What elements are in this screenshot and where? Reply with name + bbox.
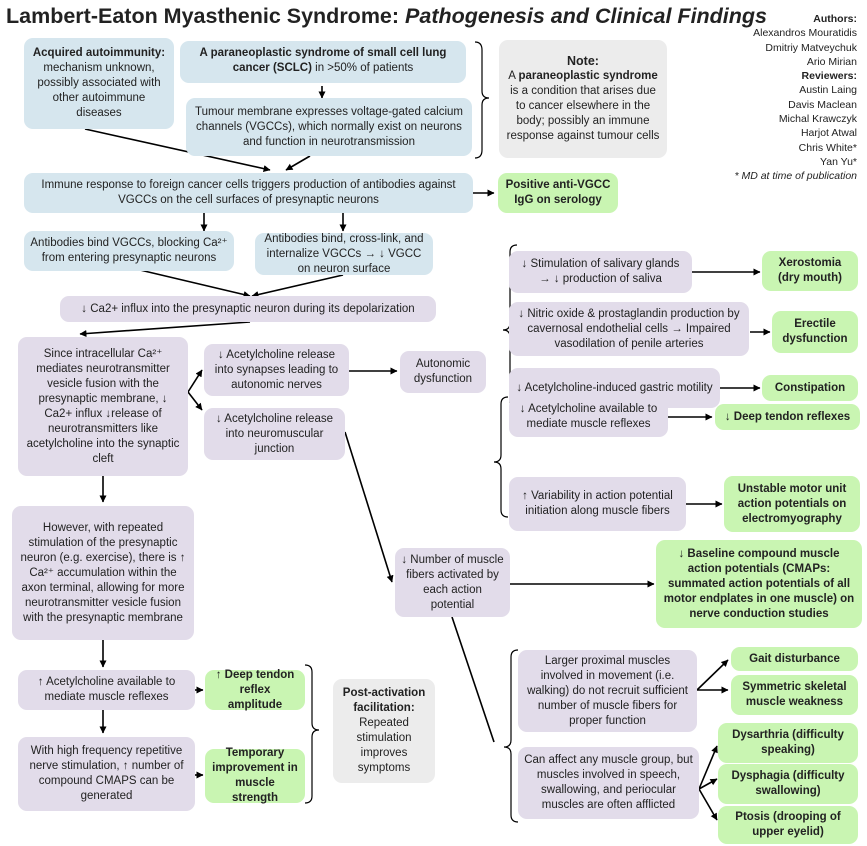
autonomic-box: Autonomic dysfunction bbox=[400, 351, 486, 393]
autonomic-text: Autonomic dysfunction bbox=[413, 358, 473, 385]
erectile-text: Erectile dysfunction bbox=[782, 318, 848, 345]
acquired-title: Acquired autoimmunity: bbox=[32, 47, 166, 59]
since-text: Since intracellular Ca²⁺ mediates neurot… bbox=[26, 347, 180, 465]
variability-text: ↑ Variability in action potential initia… bbox=[522, 490, 673, 517]
fibers-text: ↓ Number of muscle fibers activated by e… bbox=[401, 553, 504, 611]
gait-finding: Gait disturbance bbox=[731, 647, 858, 671]
deep-tendon-up-finding: ↑ Deep tendon reflex amplitude bbox=[205, 668, 305, 711]
dysarthria-finding: Dysarthria (difficulty speaking) bbox=[718, 723, 858, 763]
author: Dmitriy Matveychuk bbox=[765, 41, 857, 54]
paraneoplastic-box: A paraneoplastic syndrome of small cell … bbox=[180, 41, 466, 83]
deep-tendon-text: ↓ Deep tendon reflexes bbox=[724, 410, 851, 423]
reviewer: Harjot Atwal bbox=[800, 127, 857, 140]
ach-nmj-box: ↓ Acetylcholine release into neuromuscul… bbox=[204, 408, 345, 460]
ptosis-text: Ptosis (drooping of upper eyelid) bbox=[735, 811, 841, 838]
author: Alexandros Mouratidis bbox=[753, 27, 857, 40]
antibodies-bind-box: Antibodies bind VGCCs, blocking Ca²⁺ fro… bbox=[24, 231, 234, 271]
nitric-oxide-box: ↓ Nitric oxide & prostaglandin productio… bbox=[509, 302, 749, 356]
note-pre: A bbox=[508, 70, 519, 82]
reviewer: Michal Krawczyk bbox=[778, 113, 857, 126]
xerostomia-text: Xerostomia (dry mouth) bbox=[778, 257, 842, 284]
unstable-motor-finding: Unstable motor unit action potentials on… bbox=[724, 476, 860, 532]
ach-nmj-text: ↓ Acetylcholine release into neuromuscul… bbox=[216, 412, 333, 455]
variability-box: ↑ Variability in action potential initia… bbox=[509, 477, 686, 531]
any-muscle-group-box: Can affect any muscle group, but muscles… bbox=[518, 747, 699, 819]
note-rest: is a condition that arises due to cancer… bbox=[506, 85, 660, 142]
temporary-improvement-finding: Temporary improvement in muscle strength bbox=[205, 747, 305, 804]
note-bold: paraneoplastic syndrome bbox=[518, 70, 658, 82]
ptosis-finding: Ptosis (drooping of upper eyelid) bbox=[718, 806, 858, 844]
acquired-autoimmunity-box: Acquired autoimmunity: mechanism unknown… bbox=[24, 38, 174, 129]
antibodies-internalize-box: Antibodies bind, cross-link, and interna… bbox=[255, 233, 433, 275]
reviewer: Austin Laing bbox=[799, 84, 857, 97]
high-freq-text: With high frequency repetitive nerve sti… bbox=[29, 745, 184, 802]
dysphagia-text: Dysphagia (difficulty swallowing) bbox=[731, 770, 845, 797]
serology-finding: Positive anti-VGCC IgG on serology bbox=[498, 173, 618, 213]
larger-muscles-box: Larger proximal muscles involved in move… bbox=[518, 650, 697, 732]
gastric-text: ↓ Acetylcholine-induced gastric motility bbox=[516, 381, 713, 394]
weakness-finding: Symmetric skeletal muscle weakness bbox=[731, 675, 858, 715]
influx-text: ↓ Ca2+ influx into the presynaptic neuro… bbox=[81, 302, 415, 315]
note-box: Note: A paraneoplastic syndrome is a con… bbox=[499, 40, 667, 158]
author: Ario Mirian bbox=[806, 55, 857, 68]
note-title: Note: bbox=[567, 54, 599, 68]
ach-synapse-text: ↓ Acetylcholine release into synapses le… bbox=[214, 348, 339, 391]
muscle-fibers-box: ↓ Number of muscle fibers activated by e… bbox=[395, 548, 510, 617]
paraneoplastic-bold: A paraneoplastic syndrome of small cell … bbox=[199, 47, 447, 74]
post-activation-title: Post-activation facilitation: bbox=[342, 687, 426, 714]
ach-up-text: ↑ Acetylcholine available to mediate mus… bbox=[37, 676, 176, 703]
tumour-vgcc-box: Tumour membrane expresses voltage-gated … bbox=[186, 98, 472, 156]
ach-available-box: ↓ Acetylcholine available to mediate mus… bbox=[509, 397, 668, 437]
nitric-text: ↓ Nitric oxide & prostaglandin productio… bbox=[518, 307, 740, 350]
ach-available-text: ↓ Acetylcholine available to mediate mus… bbox=[519, 403, 658, 430]
note-body: A paraneoplastic syndrome is a condition… bbox=[505, 69, 661, 144]
reviewer: Chris White* bbox=[798, 141, 857, 154]
high-frequency-box: With high frequency repetitive nerve sti… bbox=[18, 737, 195, 811]
temporary-text: Temporary improvement in muscle strength bbox=[212, 747, 298, 804]
unstable-text: Unstable motor unit action potentials on… bbox=[737, 482, 847, 525]
ach-synapse-box: ↓ Acetylcholine release into synapses le… bbox=[204, 344, 349, 396]
deep-tendon-finding: ↓ Deep tendon reflexes bbox=[715, 404, 860, 430]
constipation-finding: Constipation bbox=[762, 375, 858, 401]
paraneoplastic-rest: in >50% of patients bbox=[311, 62, 414, 74]
bind-internalize-text: Antibodies bind, cross-link, and interna… bbox=[264, 232, 424, 275]
reviewer: Yan Yu* bbox=[820, 155, 857, 168]
calcium-influx-box: ↓ Ca2+ influx into the presynaptic neuro… bbox=[60, 296, 436, 322]
reviewers-heading: Reviewers: bbox=[801, 70, 857, 83]
credits: Authors: Alexandros Mouratidis Dmitriy M… bbox=[687, 12, 857, 184]
erectile-finding: Erectile dysfunction bbox=[772, 311, 858, 353]
post-activation-box: Post-activation facilitation: Repeated s… bbox=[333, 679, 435, 783]
xerostomia-finding: Xerostomia (dry mouth) bbox=[762, 251, 858, 291]
acquired-body: mechanism unknown, possibly associated w… bbox=[37, 62, 161, 119]
any-group-text: Can affect any muscle group, but muscles… bbox=[524, 754, 693, 811]
post-activation-body: Repeated stimulation improves symptoms bbox=[356, 717, 412, 774]
credits-footnote: * MD at time of publication bbox=[734, 170, 857, 183]
ach-up-box: ↑ Acetylcholine available to mediate mus… bbox=[18, 670, 195, 710]
authors-heading: Authors: bbox=[813, 13, 857, 25]
baseline-text: ↓ Baseline compound muscle action potent… bbox=[663, 547, 855, 620]
serology-text: Positive anti-VGCC IgG on serology bbox=[505, 179, 611, 206]
gait-text: Gait disturbance bbox=[749, 652, 840, 665]
tumour-text: Tumour membrane expresses voltage-gated … bbox=[194, 105, 464, 148]
salivary-text: ↓ Stimulation of salivary glands → ↓ pro… bbox=[521, 258, 680, 285]
reviewer: Davis Maclean bbox=[788, 98, 857, 111]
however-box: However, with repeated stimulation of th… bbox=[12, 506, 194, 640]
baseline-cmap-finding: ↓ Baseline compound muscle action potent… bbox=[656, 540, 862, 628]
larger-text: Larger proximal muscles involved in move… bbox=[527, 654, 688, 727]
page-title: Lambert-Eaton Myasthenic Syndrome: Patho… bbox=[6, 4, 767, 29]
dysarthria-text: Dysarthria (difficulty speaking) bbox=[732, 729, 844, 756]
constipation-text: Constipation bbox=[774, 381, 846, 394]
salivary-box: ↓ Stimulation of salivary glands → ↓ pro… bbox=[509, 251, 692, 293]
title-sub: Pathogenesis and Clinical Findings bbox=[405, 4, 768, 28]
title-main: Lambert-Eaton Myasthenic Syndrome: bbox=[6, 4, 400, 28]
immune-text: Immune response to foreign cancer cells … bbox=[41, 179, 456, 206]
immune-response-box: Immune response to foreign cancer cells … bbox=[24, 173, 473, 213]
deep-up-text: ↑ Deep tendon reflex amplitude bbox=[215, 668, 295, 711]
since-calcium-box: Since intracellular Ca²⁺ mediates neurot… bbox=[18, 337, 188, 476]
dysphagia-finding: Dysphagia (difficulty swallowing) bbox=[718, 764, 858, 804]
however-text: However, with repeated stimulation of th… bbox=[20, 521, 186, 624]
weakness-text: Symmetric skeletal muscle weakness bbox=[742, 681, 847, 708]
bind-block-text: Antibodies bind VGCCs, blocking Ca²⁺ fro… bbox=[30, 237, 228, 264]
